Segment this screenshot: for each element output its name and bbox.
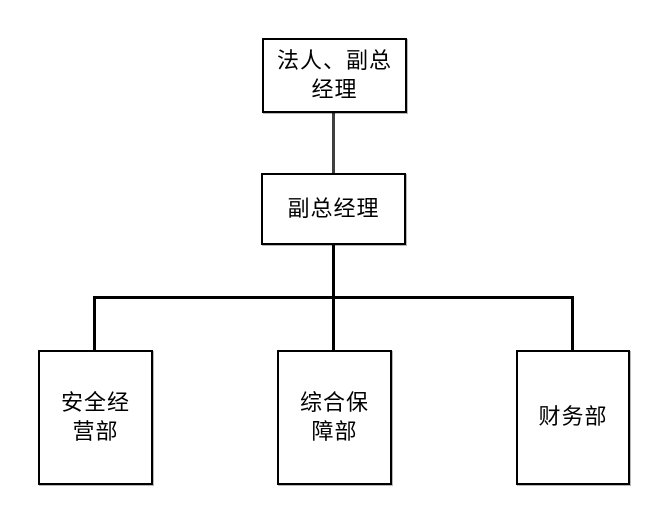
connector-drop-right xyxy=(571,296,574,352)
org-node-bottom-middle-label: 综合保 障部 xyxy=(299,389,369,444)
org-node-middle: 副总经理 xyxy=(261,173,406,245)
org-node-middle-label: 副总经理 xyxy=(287,195,380,221)
org-node-bottom-left: 安全经 营部 xyxy=(38,350,153,485)
connector-drop-middle xyxy=(332,296,335,352)
org-node-bottom-middle: 综合保 障部 xyxy=(277,350,392,485)
connector-drop-left xyxy=(93,296,96,352)
org-node-top-label: 法人、副总 经理 xyxy=(276,47,392,102)
connector-top-to-middle xyxy=(332,112,335,174)
org-node-bottom-right: 财务部 xyxy=(516,350,630,485)
connector-middle-stem xyxy=(332,244,335,299)
org-node-bottom-left-label: 安全经 营部 xyxy=(60,389,130,444)
org-node-top: 法人、副总 经理 xyxy=(262,38,407,113)
org-node-bottom-right-label: 财务部 xyxy=(538,404,608,430)
